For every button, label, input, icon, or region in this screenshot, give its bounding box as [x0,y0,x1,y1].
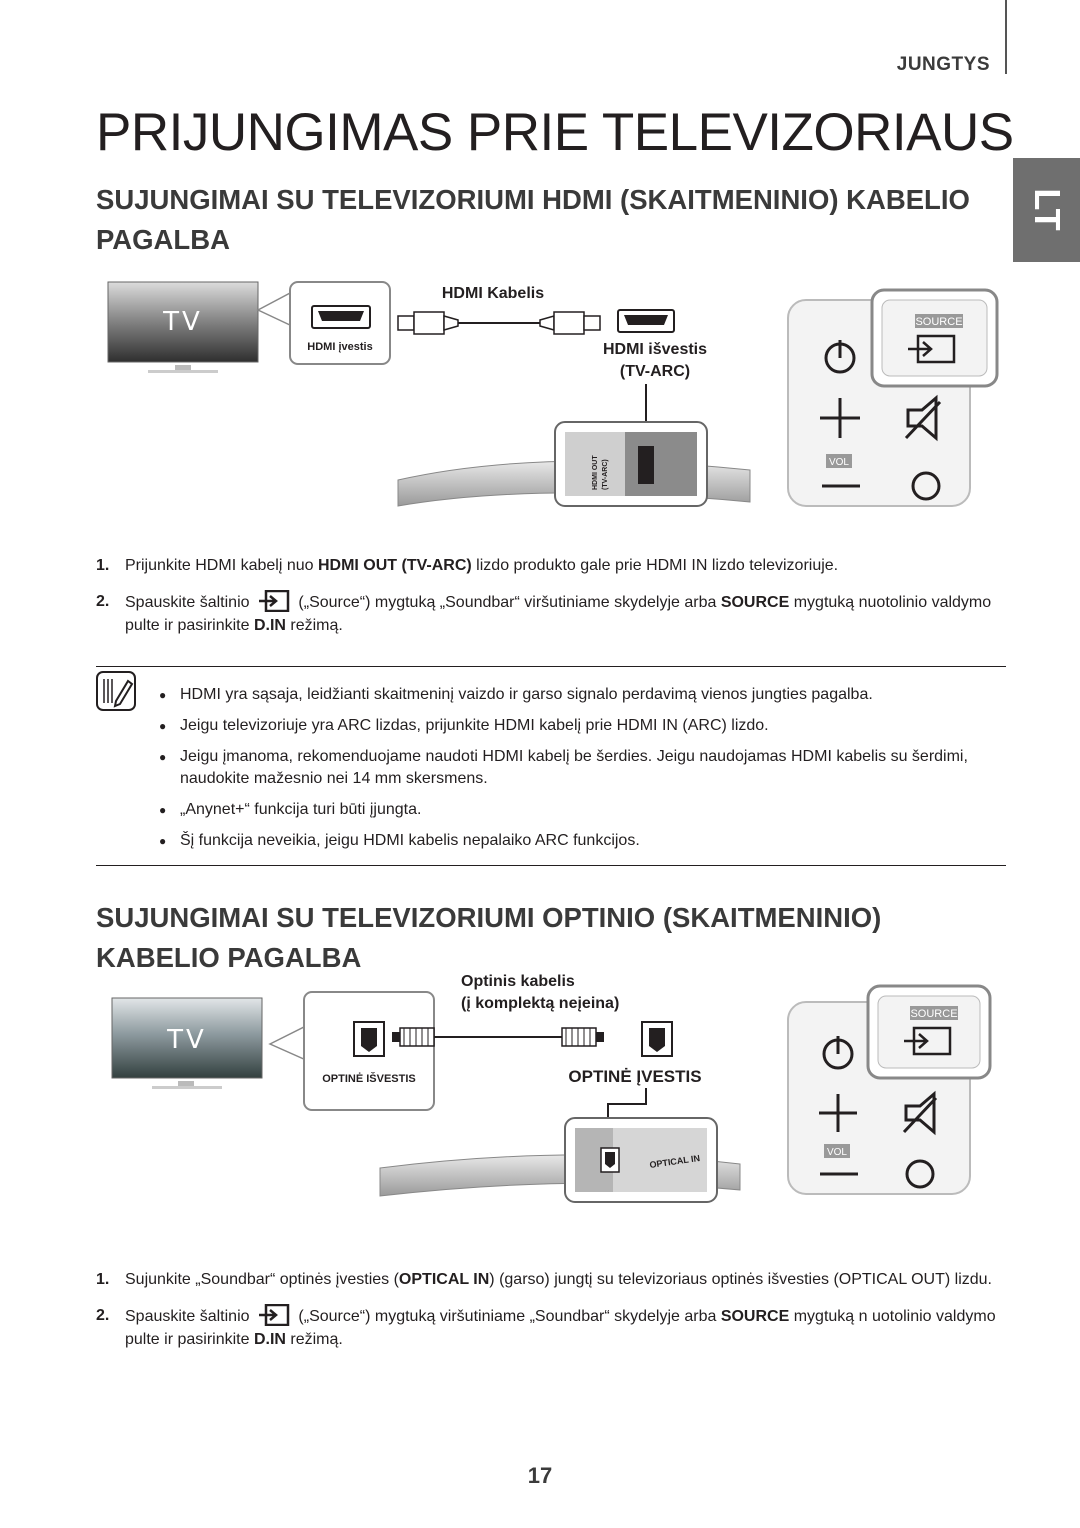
tv-port-label: OPTINĖ IŠVESTIS [322,1072,416,1085]
optical-cable [392,1021,673,1057]
step-text: Spauskite šaltinio [125,1308,250,1325]
page-number: 17 [527,1463,553,1488]
vol-label: VOL [827,1147,847,1158]
section-header: JUNGTYS [896,54,990,75]
optical-step-2: 2. Spauskite šaltinio („Source“) mygtuką… [96,1304,1006,1351]
tv-illustration: TV [107,281,259,373]
step-text: Sujunkite „Soundbar“ optinės įvesties ( [125,1271,399,1288]
step-bold-text: HDMI OUT (TV-ARC) [317,557,472,574]
step-text: („Source“) mygtuką „Soundbar“ viršutinia… [298,594,721,611]
note-item: HDMI yra sąsaja, leidžianti skaitmeninį … [159,684,1009,706]
language-tab-label: LT [1026,188,1068,232]
output-label-2: (TV-ARC) [620,363,690,380]
notes-box: HDMI yra sąsaja, leidžianti skaitmeninį … [96,666,1006,866]
hdmi-step-2: 2. Spauskite šaltinio („Source“) mygtuką… [96,590,1006,637]
hdmi-step-1: 1. Prijunkite HDMI kabelį nuo HDMI OUT (… [96,554,1006,577]
tv-illustration: TV [111,997,263,1089]
port-text-1: HDMI OUT [592,455,599,490]
step-text: mygtuką nuotolinio valdymo pulte ir pasi… [125,594,992,634]
cable-label: HDMI Kabelis [442,285,544,302]
step-text: lizdo produkto gale prie HDMI IN lizdo t… [471,557,839,574]
step-bold-text: D.IN [253,617,286,634]
port-text-2: (TV-ARC) [602,459,609,490]
note-pencil-icon [96,671,136,711]
step-text: režimą. [285,1331,343,1348]
step-number: 1. [96,1271,110,1288]
hdmi-steps: 1. Prijunkite HDMI kabelį nuo HDMI OUT (… [96,554,1006,650]
note-item: „Anynet+“ funkcija turi būti įjungta. [159,799,1009,821]
input-label: OPTINĖ ĮVESTIS [568,1067,701,1086]
hdmi-connection-diagram: TV HDMI įvestis HDMI Kabelis HDMI išvest… [107,281,999,507]
note-item: Jeigu įmanoma, rekomenduojame naudoti HD… [159,746,1009,790]
step-number: 1. [96,557,110,574]
optical-step-1: 1. Sujunkite „Soundbar“ optinės įvesties… [96,1268,1006,1291]
cable-label-2: (į komplektą neįeina) [461,995,619,1012]
step-bold-text: SOURCE [720,1308,790,1325]
optical-steps: 1. Sujunkite „Soundbar“ optinės įvesties… [96,1268,1006,1364]
source-icon [258,1304,290,1326]
source-icon [258,590,290,612]
tv-label: TV [162,307,203,337]
vol-label: VOL [829,457,849,468]
step-text: režimą. [285,617,343,634]
step-text: Spauskite šaltinio [125,594,250,611]
source-label: SOURCE [915,316,962,328]
language-tab: LT [1013,158,1080,262]
hdmi-section-title: SUJUNGIMAI SU TELEVIZORIUMI HDMI (SKAITM… [96,184,970,255]
step-text: („Source“) mygtuką viršutiniame „Soundba… [298,1308,721,1325]
step-number: 2. [96,593,110,610]
tv-port-label: HDMI įvestis [307,341,372,353]
step-bold-text: OPTICAL IN [398,1271,490,1288]
header-divider [1005,0,1007,74]
tv-label: TV [166,1025,207,1055]
output-label-1: HDMI išvestis [603,341,707,358]
note-item: Šį funkcija neveikia, jeigu HDMI kabelis… [159,830,1009,852]
page-title: PRIJUNGIMAS PRIE TELEVIZORIAUS [96,103,1014,162]
optical-section-title: SUJUNGIMAI SU TELEVIZORIUMI OPTINIO (SKA… [96,902,882,973]
soundbar-top-panel: SOURCE VOL [787,288,999,507]
source-label: SOURCE [910,1008,957,1020]
step-text: ) (garso) jungtį su televizoriaus optinė… [489,1271,992,1288]
hdmi-cable [397,309,675,335]
step-number: 2. [96,1307,110,1324]
step-bold-text: D.IN [253,1331,286,1348]
step-text: Prijunkite HDMI kabelį nuo [125,557,318,574]
soundbar-top-panel: SOURCE VOL [787,984,992,1195]
step-bold-text: SOURCE [720,594,790,611]
cable-label-1: Optinis kabelis [461,973,575,990]
step-text: mygtuką n uotolinio valdymo pulte ir pas… [125,1308,996,1348]
note-item: Jeigu televizoriuje yra ARC lizdas, prij… [159,715,1009,737]
notes-list: HDMI yra sąsaja, leidžianti skaitmeninį … [159,684,1009,861]
optical-connection-diagram: TV OPTINĖ IŠVESTIS Optinis kabelis (į ko… [111,973,992,1203]
